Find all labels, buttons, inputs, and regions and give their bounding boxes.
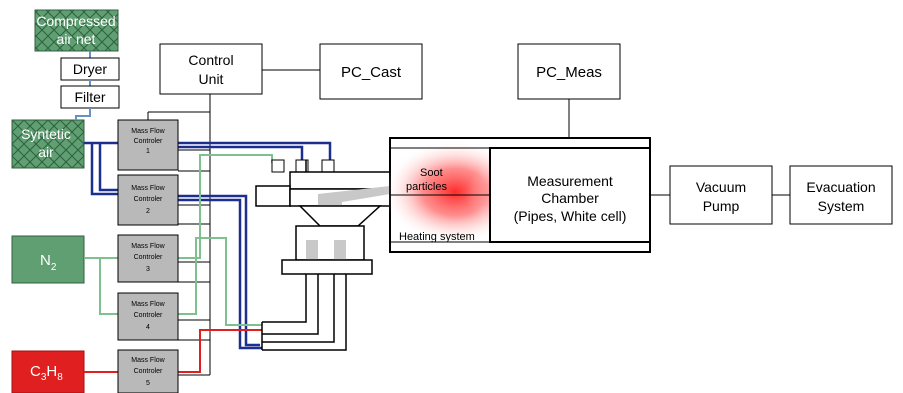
mfc-3-number: 3	[146, 266, 150, 273]
mfc-4-label-2: Controler	[134, 312, 163, 319]
measurement-label-2: Chamber	[541, 190, 599, 206]
vacuum-pump-label-2: Pump	[703, 198, 740, 214]
compressed-air-source: Compressed air net	[34, 9, 119, 52]
evacuation-system: Evacuation System	[789, 165, 893, 225]
heating-system: Soot particles Heating system	[383, 137, 651, 253]
syntetic-air-label-2: air	[38, 144, 54, 160]
c3h8-c-sub: 3	[41, 372, 47, 383]
c3h8-label: C3H8	[30, 363, 63, 383]
mfc-2-number: 2	[146, 208, 150, 215]
n2-lines	[84, 154, 273, 326]
mfc-2-label-1: Mass Flow	[131, 185, 165, 192]
c3h8-h: H	[46, 363, 57, 380]
filter-label: Filter	[74, 89, 105, 105]
measurement-label-3: (Pipes, White cell)	[514, 208, 627, 224]
evacuation-label-1: Evacuation	[806, 179, 875, 195]
mfc-3-label-1: Mass Flow	[131, 243, 165, 250]
measurement-chamber: Measurement Chamber (Pipes, White cell)	[514, 173, 627, 224]
filter-box: Filter	[60, 85, 120, 109]
vacuum-pump-label-1: Vacuum	[696, 179, 746, 195]
n2-label: N2	[40, 252, 57, 273]
syntetic-air-lines	[84, 141, 332, 350]
compressed-air-label-1: Compressed	[36, 13, 115, 29]
mfc-1: Mass Flow Controler 1	[117, 119, 179, 171]
heating-label: Heating system	[399, 231, 475, 243]
mfc-2-label-2: Controler	[134, 196, 163, 203]
mfc-4-label-1: Mass Flow	[131, 301, 165, 308]
compressed-air-label-2: air net	[57, 31, 96, 47]
vacuum-pump: Vacuum Pump	[669, 165, 773, 225]
mfc-3-label-2: Controler	[134, 254, 163, 261]
mfc-5: Mass Flow Controler 5	[117, 349, 179, 393]
pc-cast-label: PC_Cast	[341, 64, 402, 81]
n2-main: N	[40, 252, 51, 269]
soot-generator	[255, 159, 391, 351]
mfc-5-label-2: Controler	[134, 368, 163, 375]
pc-meas: PC_Meas	[517, 43, 621, 100]
propane-lines	[84, 329, 262, 373]
mfc-5-number: 5	[146, 380, 150, 387]
dryer-label: Dryer	[73, 61, 108, 77]
mfc-1-label-1: Mass Flow	[131, 128, 165, 135]
c3h8-c: C	[30, 363, 41, 380]
dryer-box: Dryer	[60, 57, 120, 81]
n2-sub: 2	[51, 262, 57, 273]
mfc-5-label-1: Mass Flow	[131, 357, 165, 364]
mfc-3: Mass Flow Controler 3	[117, 234, 179, 283]
soot-label-2: particles	[406, 181, 447, 193]
c3h8-h-sub: 8	[57, 372, 63, 383]
mfc-1-label-2: Controler	[134, 138, 163, 145]
syntetic-air-source: Syntetic air	[11, 119, 85, 169]
control-unit-label-1: Control	[188, 52, 233, 68]
evacuation-label-2: System	[818, 198, 865, 214]
mfc-2: Mass Flow Controler 2	[117, 174, 179, 226]
syntetic-air-label-1: Syntetic	[21, 126, 71, 142]
mfc-1-number: 1	[146, 148, 150, 155]
control-unit-label-2: Unit	[199, 71, 224, 87]
control-bus	[147, 69, 320, 376]
c3h8-source: C3H8	[11, 350, 85, 393]
pc-meas-label: PC_Meas	[536, 64, 602, 81]
mfc-4-number: 4	[146, 324, 150, 331]
pc-cast: PC_Cast	[319, 43, 423, 100]
control-unit: Control Unit	[159, 43, 263, 95]
n2-source: N2	[11, 235, 85, 284]
measurement-label-1: Measurement	[527, 173, 613, 189]
soot-label-1: Soot	[420, 167, 443, 179]
mfc-4: Mass Flow Controler 4	[117, 292, 179, 341]
